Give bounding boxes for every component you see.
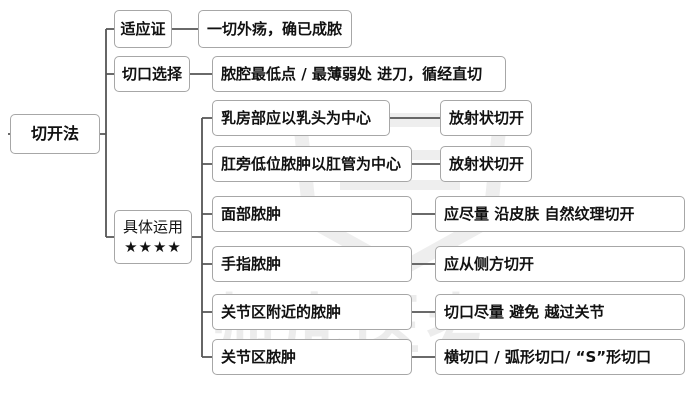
indications-label: 适应证 [120,20,166,38]
incision-choice-node: 切口选择 [114,56,190,92]
site-to-method-links [390,117,440,358]
method-node-breast: 放射状切开 [440,100,532,136]
method-label: 应尽量 沿皮肤 自然纹理切开 [444,205,635,223]
method-label: 切口尽量 避免 越过关节 [444,303,605,321]
incision-choice-label: 切口选择 [121,65,182,83]
site-node-breast: 乳房部应以乳头为中心 [212,100,390,136]
site-label: 面部脓肿 [221,205,282,223]
incision-choice-content: 脓腔最低点 / 最薄弱处 进刀，循经直切 [221,65,483,83]
site-node-face: 面部脓肿 [212,196,412,232]
method-label: 应从侧方切开 [444,255,535,273]
method-node-near-joint: 切口尽量 避免 越过关节 [435,294,685,330]
method-label: 横切口 / 弧形切口/ “S”形切口 [444,348,652,366]
root-label: 切开法 [30,124,79,144]
method-node-perianal: 放射状切开 [440,146,532,182]
usage-branches [192,117,212,358]
incision-choice-content-node: 脓腔最低点 / 最薄弱处 进刀，循经直切 [212,56,506,92]
method-label: 放射状切开 [449,109,525,127]
site-label: 乳房部应以乳头为中心 [221,109,372,127]
site-node-near-joint: 关节区附近的脓肿 [212,294,412,330]
importance-stars-icon: ★★★★ [124,238,182,256]
site-node-joint: 关节区脓肿 [212,339,412,375]
site-label: 肛旁低位脓肿以肛管为中心 [221,155,402,173]
indications-content: 一切外疡，确已成脓 [207,20,343,38]
root-to-branches [8,28,114,238]
site-label: 手指脓肿 [221,255,282,273]
method-node-joint: 横切口 / 弧形切口/ “S”形切口 [435,339,685,375]
site-node-perianal: 肛旁低位脓肿以肛管为中心 [212,146,412,182]
root-node: 切开法 [10,114,100,154]
method-label: 放射状切开 [449,155,525,173]
method-node-finger: 应从侧方切开 [435,246,685,282]
indications-content-node: 一切外疡，确已成脓 [198,10,352,48]
specific-use-label: 具体运用 [122,218,183,236]
site-label: 关节区脓肿 [221,348,297,366]
site-label: 关节区附近的脓肿 [221,303,342,321]
indications-node: 适应证 [114,10,172,48]
specific-use-node: 具体运用 ★★★★ [114,210,192,264]
method-node-face: 应尽量 沿皮肤 自然纹理切开 [435,196,685,232]
site-node-finger: 手指脓肿 [212,246,412,282]
